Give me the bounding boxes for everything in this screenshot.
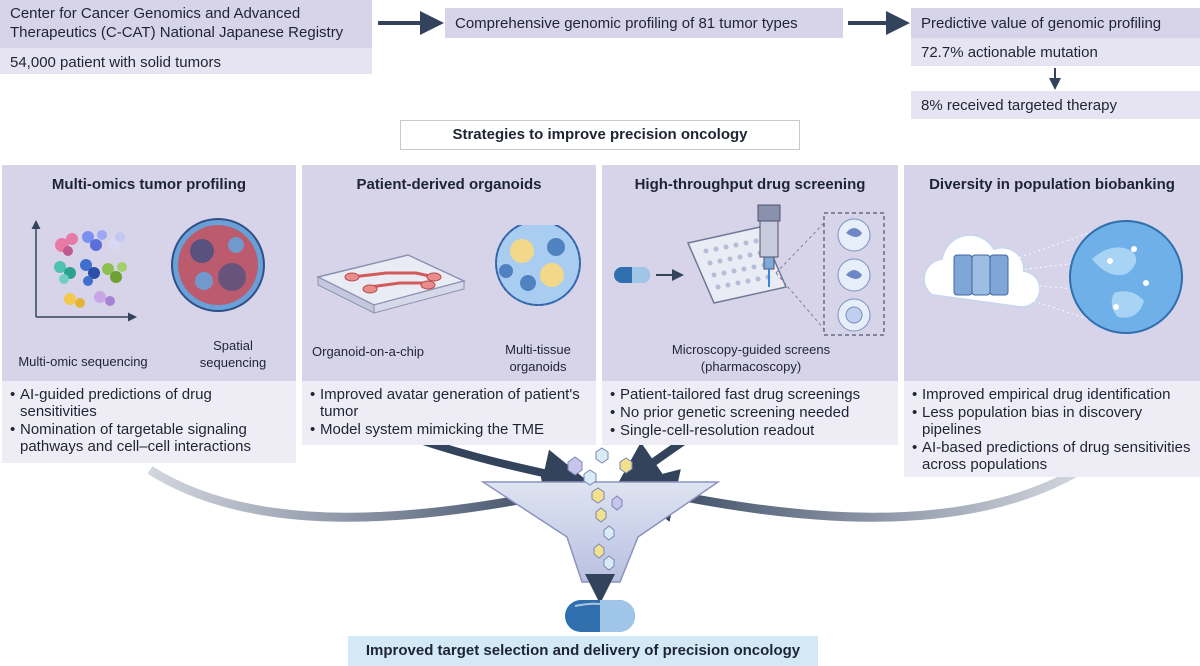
bullet-item: Improved empirical drug identification <box>912 386 1192 403</box>
result-box: Improved target selection and delivery o… <box>348 636 818 666</box>
bullets-organoids: Improved avatar generation of patient's … <box>302 381 596 445</box>
panel-drug-screening: High-throughput drug screening <box>602 165 898 381</box>
caption-multi-tissue: Multi-tissue organoids <box>505 342 571 374</box>
bullet-item: AI-guided predictions of drug sensitivit… <box>10 386 288 420</box>
profiling-text: Comprehensive genomic profiling of 81 tu… <box>455 15 798 32</box>
cell-images-icon <box>837 218 871 332</box>
funnel <box>480 481 721 583</box>
bullet-item: No prior genetic screening needed <box>610 404 890 421</box>
received-text: 8% received targeted therapy <box>921 97 1117 114</box>
panel-title: High-throughput drug screening <box>634 176 866 193</box>
profiling-box: Comprehensive genomic profiling of 81 tu… <box>445 8 843 38</box>
panel-organoids: Patient-derived organoids Organoid-on-a-… <box>302 165 596 381</box>
panel-title: Multi-omics tumor profiling <box>51 176 247 193</box>
result-text: Improved target selection and delivery o… <box>365 642 801 659</box>
scatter-clusters-icon <box>54 230 127 308</box>
strategies-title-box: Strategies to improve precision oncology <box>400 120 800 150</box>
registry-title: Center for Cancer Genomics and Advanced … <box>10 5 344 41</box>
bullets-biobanking: Improved empirical drug identification L… <box>904 381 1200 477</box>
bullet-item: Improved avatar generation of patient's … <box>310 386 588 420</box>
actionable-text: 72.7% actionable mutation <box>921 44 1098 61</box>
capsule-icon <box>565 600 635 632</box>
pill-icon <box>614 267 650 283</box>
bullet-item: Single-cell-resolution readout <box>610 422 890 439</box>
screen-frame <box>823 212 885 336</box>
funnel-molecules <box>567 447 633 571</box>
predictive-box: Predictive value of genomic profiling <box>911 8 1200 38</box>
drug-screening-illustration <box>614 204 885 336</box>
bullet-item: AI-based predictions of drug sensitiviti… <box>912 439 1192 473</box>
bullets-multi-omics: AI-guided predictions of drug sensitivit… <box>2 381 296 463</box>
caption-organoid-chip: Organoid-on-a-chip <box>312 344 425 359</box>
multi-tissue-organoid-icon <box>495 225 581 306</box>
swoosh-center-left <box>418 436 591 497</box>
received-box: 8% received targeted therapy <box>911 91 1200 119</box>
registry-patients-box: 54,000 patient with solid tumors <box>0 48 372 74</box>
organoid-chip-icon <box>316 254 467 314</box>
microscope-objective-icon <box>757 204 781 287</box>
biobanking-illustration <box>922 220 1183 334</box>
swoosh-right <box>622 466 1083 522</box>
registry-title-box: Center for Cancer Genomics and Advanced … <box>0 0 372 48</box>
bullet-item: Model system mimicking the TME <box>310 421 588 438</box>
bullets-drug-screening: Patient-tailored fast drug screenings No… <box>602 381 898 445</box>
bullet-item: Nomination of targetable signaling pathw… <box>10 421 288 455</box>
multi-omics-illustration <box>31 218 265 322</box>
registry-patients: 54,000 patient with solid tumors <box>10 54 221 71</box>
panel-title: Patient-derived organoids <box>356 176 542 193</box>
organoids-illustration <box>316 225 581 314</box>
bullet-item: Patient-tailored fast drug screenings <box>610 386 890 403</box>
panel-title: Diversity in population biobanking <box>929 176 1175 193</box>
caption-microscopy: Microscopy-guided screens (pharmacoscopy… <box>671 342 831 374</box>
panel-multi-omics: Multi-omics tumor profiling Multi-omic s… <box>2 165 296 381</box>
actionable-box: 72.7% actionable mutation <box>911 38 1200 66</box>
caption-multi-omic: Multi-omic sequencing <box>18 354 148 369</box>
caption-spatial: Spatial sequencing <box>199 338 267 370</box>
cloud-database-icon <box>922 233 1042 309</box>
predictive-title: Predictive value of genomic profiling <box>921 15 1162 32</box>
panel-biobanking: Diversity in population biobanking <box>904 165 1200 381</box>
strategies-title: Strategies to improve precision oncology <box>452 126 748 143</box>
spatial-tissue-icon <box>171 218 265 312</box>
globe-icon <box>1069 220 1183 334</box>
bullet-item: Less population bias in discovery pipeli… <box>912 404 1192 438</box>
